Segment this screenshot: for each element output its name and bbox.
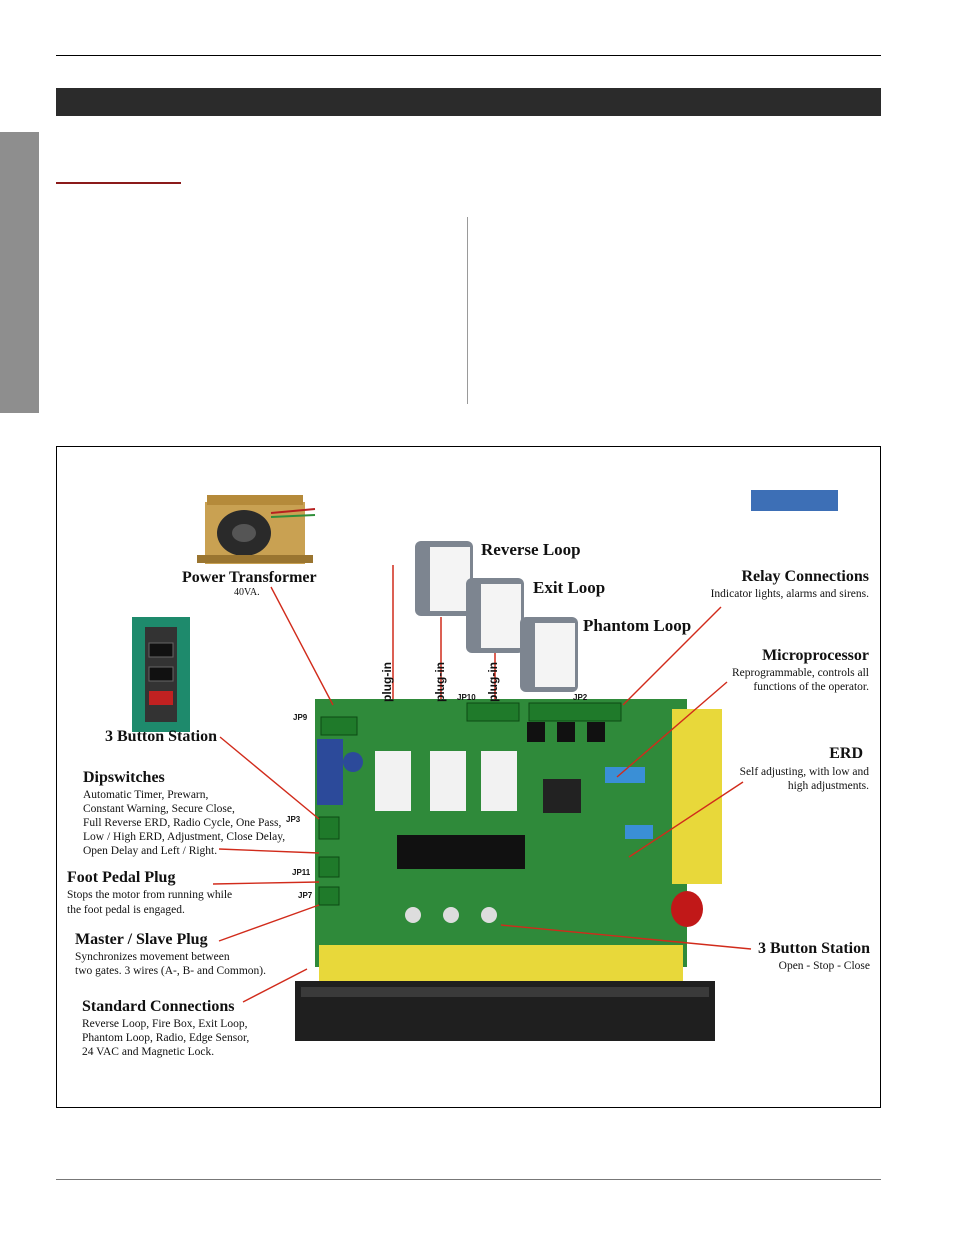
microprocessor-desc-2: functions of the operator. [753, 681, 869, 693]
power-transformer-image [197, 495, 316, 564]
button-station-left-title: 3 Button Station [105, 728, 218, 745]
standard-connections-line-1: Reverse Loop, Fire Box, Exit Loop, [82, 1018, 248, 1030]
jp2-label: JP2 [573, 693, 588, 702]
jp11-label: JP11 [292, 868, 311, 877]
dipswitches-line-1: Automatic Timer, Prewarn, [83, 789, 209, 801]
master-slave-title: Master / Slave Plug [75, 931, 208, 948]
plugin-label-phantom: plug-in [486, 662, 500, 702]
foot-pedal-desc-2: the foot pedal is engaged. [67, 904, 185, 916]
button-station-right-title: 3 Button Station [757, 940, 870, 957]
phantom-loop-title: Phantom Loop [583, 616, 692, 635]
control-board-figure: Power Transformer 40VA. Reverse Loop Exi… [56, 446, 881, 1108]
jp10-label: JP10 [457, 693, 476, 702]
section-header-bar [56, 88, 881, 116]
button-station-right-desc: Open - Stop - Close [778, 960, 870, 972]
jp9-label: JP9 [293, 713, 308, 722]
exit-loop-title: Exit Loop [533, 578, 606, 597]
standard-connections-line-3: 24 VAC and Magnetic Lock. [82, 1046, 215, 1058]
figure-tag [751, 490, 838, 511]
standard-connections-line-2: Phantom Loop, Radio, Edge Sensor, [82, 1032, 250, 1044]
erd-desc-2: high adjustments. [787, 780, 869, 792]
master-slave-desc-1: Synchronizes movement between [75, 951, 230, 963]
dipswitches-line-3: Full Reverse ERD, Radio Cycle, One Pass, [83, 817, 282, 829]
board-illustration [132, 495, 752, 1041]
reverse-loop-title: Reverse Loop [481, 540, 581, 559]
exit-loop-image [466, 578, 524, 653]
leader-lines [212, 586, 752, 1003]
reverse-loop-image [415, 541, 473, 616]
dipswitches-line-5: Open Delay and Left / Right. [83, 845, 218, 857]
standard-connections-title: Standard Connections [82, 998, 235, 1015]
phantom-loop-image [520, 617, 578, 692]
relay-connections-desc: Indicator lights, alarms and sirens. [710, 588, 869, 600]
heading-underline [56, 182, 181, 184]
jp3-label: JP3 [286, 815, 301, 824]
master-slave-desc-2: two gates. 3 wires (A-, B- and Common). [75, 965, 266, 977]
top-rule [56, 55, 881, 56]
column-divider [467, 217, 468, 404]
side-tab [0, 132, 39, 413]
button-station-image [132, 617, 190, 732]
dipswitches-title: Dipswitches [83, 769, 165, 786]
foot-pedal-title: Foot Pedal Plug [67, 869, 176, 886]
relay-connections-title: Relay Connections [741, 568, 869, 585]
erd-title: ERD [829, 745, 863, 762]
microprocessor-title: Microprocessor [762, 647, 869, 664]
plugin-label-exit: plug-in [433, 662, 447, 702]
dipswitches-line-2: Constant Warning, Secure Close, [83, 803, 235, 815]
bottom-rule [56, 1179, 881, 1180]
foot-pedal-desc-1: Stops the motor from running while [67, 889, 233, 901]
microprocessor-desc-1: Reprogrammable, controls all [731, 667, 869, 679]
power-transformer-title: Power Transformer [182, 569, 317, 586]
dipswitch-bank [397, 835, 525, 869]
jp7-label: JP7 [298, 891, 313, 900]
erd-desc-1: Self adjusting, with low and [739, 766, 869, 778]
dipswitches-line-4: Low / High ERD, Adjustment, Close Delay, [83, 831, 286, 843]
power-transformer-desc: 40VA. [234, 587, 260, 598]
plugin-label-reverse: plug-in [380, 662, 394, 702]
